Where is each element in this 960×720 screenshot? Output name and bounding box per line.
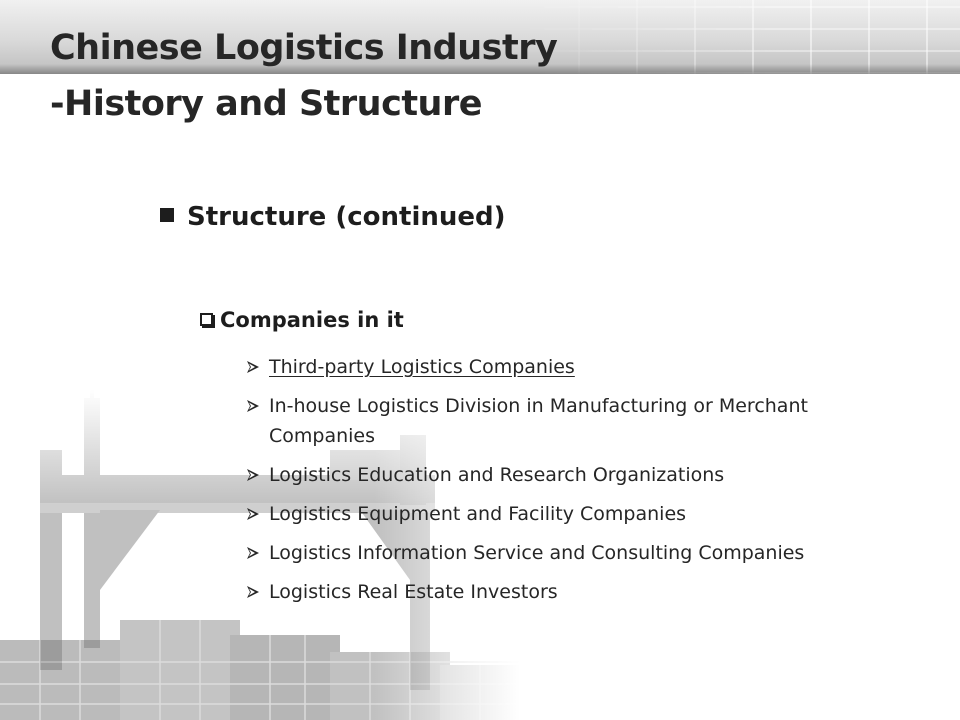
slide-title: Chinese Logistics Industry -History and … (50, 20, 558, 132)
arrow-right-icon (247, 361, 259, 373)
list-item-text: In-house Logistics Division in Manufactu… (269, 395, 808, 447)
bullet-companies-in-it: Companies in it (200, 308, 404, 332)
list-item-text: Logistics Equipment and Facility Compani… (269, 503, 687, 525)
third-party-logistics-link[interactable]: Third-party Logistics Companies (269, 356, 575, 378)
arrow-right-icon (247, 508, 259, 520)
slide-title-line-1: Chinese Logistics Industry (50, 28, 558, 68)
list-item: Logistics Real Estate Investors (246, 577, 906, 607)
title-banner (0, 0, 960, 74)
arrow-right-icon (247, 400, 259, 412)
list-item[interactable]: Third-party Logistics Companies (246, 352, 906, 382)
list-item: Logistics Equipment and Facility Compani… (246, 499, 906, 529)
list-item-text: Logistics Education and Research Organiz… (269, 464, 725, 486)
section-heading: Structure (continued) (187, 202, 506, 232)
list-item-text: Logistics Real Estate Investors (269, 581, 558, 603)
banner-grid-pattern (520, 0, 960, 74)
arrow-right-icon (247, 547, 259, 559)
list-item-text: Logistics Information Service and Consul… (269, 542, 805, 564)
list-item: Logistics Education and Research Organiz… (246, 460, 906, 490)
list-item: Logistics Information Service and Consul… (246, 538, 906, 568)
hollow-square-icon (200, 312, 213, 326)
banner-shadow (0, 64, 960, 74)
arrow-right-icon (247, 586, 259, 598)
bullet-structure-continued: Structure (continued) (160, 202, 506, 232)
slide-title-line-2: -History and Structure (50, 84, 482, 124)
list-item: In-house Logistics Division in Manufactu… (246, 391, 906, 451)
company-type-list: Third-party Logistics Companies In-house… (246, 352, 906, 616)
section-subheading: Companies in it (220, 308, 404, 332)
arrow-right-icon (247, 469, 259, 481)
filled-square-icon (160, 208, 174, 222)
